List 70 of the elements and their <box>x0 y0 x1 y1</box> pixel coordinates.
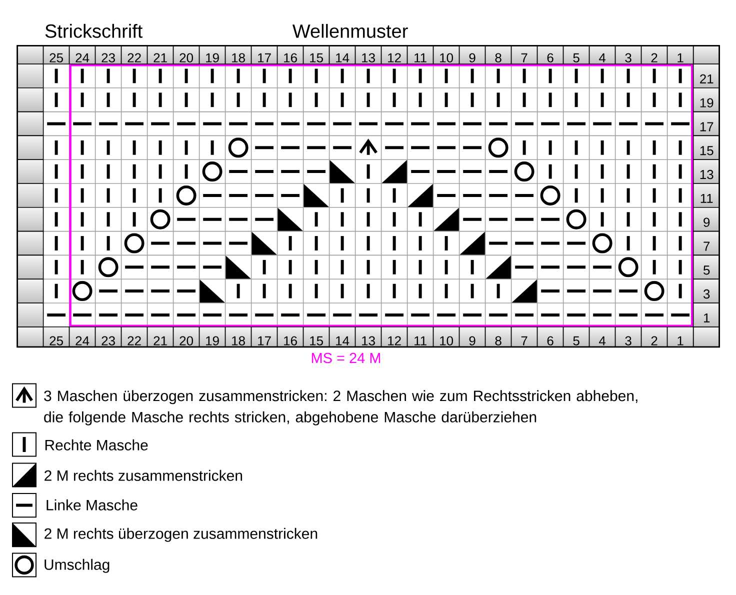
column-number: 11 <box>406 45 434 64</box>
legend-text: Rechte Masche <box>45 439 148 450</box>
column-number: 15 <box>302 45 330 64</box>
row-number: 21 <box>692 64 720 88</box>
column-number: 24 <box>68 326 96 348</box>
column-number: 14 <box>328 326 356 348</box>
column-number: 8 <box>484 326 512 348</box>
column-number: 17 <box>250 45 278 64</box>
column-number: 5 <box>562 45 590 64</box>
row-number: 7 <box>692 230 720 256</box>
column-number: 23 <box>94 326 122 348</box>
row-number: 3 <box>692 278 720 304</box>
column-number: 17 <box>250 326 278 348</box>
row-number: 5 <box>692 254 720 280</box>
column-number: 18 <box>224 45 252 64</box>
column-number: 19 <box>198 45 226 64</box>
column-number: 1 <box>666 326 694 348</box>
column-number: 18 <box>224 326 252 348</box>
column-number: 10 <box>432 45 460 64</box>
column-number: 1 <box>666 45 694 64</box>
column-number: 6 <box>536 326 564 348</box>
column-number: 10 <box>432 326 460 348</box>
row-number: 15 <box>692 135 720 160</box>
column-number: 20 <box>172 326 200 348</box>
legend-text: Umschlag <box>44 558 110 573</box>
column-number: 24 <box>68 45 96 64</box>
column-number: 16 <box>276 326 304 348</box>
column-number: 16 <box>276 45 304 64</box>
column-number: 3 <box>614 45 642 64</box>
column-number: 7 <box>510 326 538 348</box>
column-number: 19 <box>198 326 226 348</box>
column-number: 14 <box>328 45 356 64</box>
chart-heading: Strickschrift <box>45 24 143 38</box>
repeat-width-label: MS = 24 M <box>312 352 380 364</box>
column-number: 8 <box>484 45 512 64</box>
column-number: 2 <box>640 45 668 64</box>
column-number: 23 <box>94 45 122 64</box>
column-number: 6 <box>536 45 564 64</box>
column-number: 13 <box>354 326 382 348</box>
chart-title: Wellenmuster <box>292 24 408 38</box>
column-number: 25 <box>42 45 70 64</box>
column-number: 4 <box>588 45 616 64</box>
legend-text: 2 M rechts überzogen zusammenstricken <box>44 528 318 542</box>
legend-text: Linke Masche <box>46 499 138 510</box>
column-number: 21 <box>146 45 174 64</box>
column-number: 22 <box>120 326 148 348</box>
column-number: 2 <box>640 326 668 348</box>
column-number: 13 <box>354 45 382 64</box>
column-number: 4 <box>588 326 616 348</box>
column-number: 12 <box>380 326 408 348</box>
column-number: 5 <box>562 326 590 348</box>
row-number: 19 <box>692 88 720 112</box>
column-number: 20 <box>172 45 200 64</box>
column-number: 9 <box>458 45 486 64</box>
row-number: 9 <box>692 207 720 232</box>
column-number: 7 <box>510 45 538 64</box>
row-number: 1 <box>692 302 720 328</box>
column-number: 11 <box>406 326 434 348</box>
column-number: 22 <box>120 45 148 64</box>
legend-text: 2 M rechts zusammenstricken <box>44 470 242 481</box>
row-number: 11 <box>692 183 720 208</box>
column-number: 21 <box>146 326 174 348</box>
row-number: 17 <box>692 111 720 136</box>
column-number: 15 <box>302 326 330 348</box>
column-number: 9 <box>458 326 486 348</box>
column-number: 12 <box>380 45 408 64</box>
column-number: 25 <box>42 326 70 348</box>
row-number: 13 <box>692 159 720 184</box>
legend-text: 3 Maschen überzogen zusammenstricken: 2 Maschen wie zum Rechtsstricken abheben, die folgende Masche rechts stricken, abgehobene Masche darüberziehen <box>44 390 638 426</box>
column-number: 3 <box>614 326 642 348</box>
